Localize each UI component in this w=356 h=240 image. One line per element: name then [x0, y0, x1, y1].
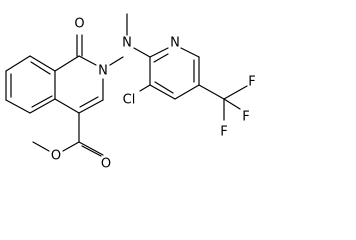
bond	[149, 47, 169, 58]
bond	[29, 98, 56, 114]
bond	[78, 99, 104, 114]
atom-f-top: F	[248, 75, 255, 90]
atom-cl: Cl	[123, 93, 136, 108]
bond	[154, 81, 174, 94]
bond	[5, 99, 31, 114]
bond	[149, 84, 176, 100]
bond	[54, 55, 80, 72]
bond	[180, 47, 200, 58]
bond	[30, 61, 51, 75]
bond	[54, 98, 80, 114]
atom-n-ring: N	[98, 64, 108, 79]
atom-n-amine: N	[122, 36, 132, 51]
bond	[133, 47, 151, 58]
bond	[81, 145, 102, 157]
bond	[174, 84, 200, 100]
bond	[79, 96, 99, 108]
atom-f-bottom: F	[220, 125, 227, 140]
bond	[139, 84, 151, 92]
atom-o-carbonyl: O	[74, 17, 84, 32]
bond	[153, 53, 169, 63]
bond	[223, 98, 241, 110]
bond	[78, 141, 104, 156]
atom-labels: O N N N Cl O O F F F	[51, 17, 256, 172]
bond	[223, 85, 248, 100]
atom-o-ester-carbonyl: O	[101, 157, 111, 172]
bond	[32, 141, 50, 152]
bond	[109, 56, 124, 66]
bond	[29, 55, 56, 72]
atom-o-ester: O	[51, 149, 61, 164]
bond	[31, 95, 53, 108]
atom-f-right: F	[242, 110, 249, 125]
bond	[62, 141, 80, 152]
bond	[5, 55, 31, 72]
molecule-structure-diagram: O N N N Cl O O F F F	[5, 13, 256, 172]
bonds	[5, 13, 248, 157]
atom-n-pyridine: N	[170, 36, 180, 51]
bond	[78, 55, 97, 66]
bond	[198, 84, 225, 100]
